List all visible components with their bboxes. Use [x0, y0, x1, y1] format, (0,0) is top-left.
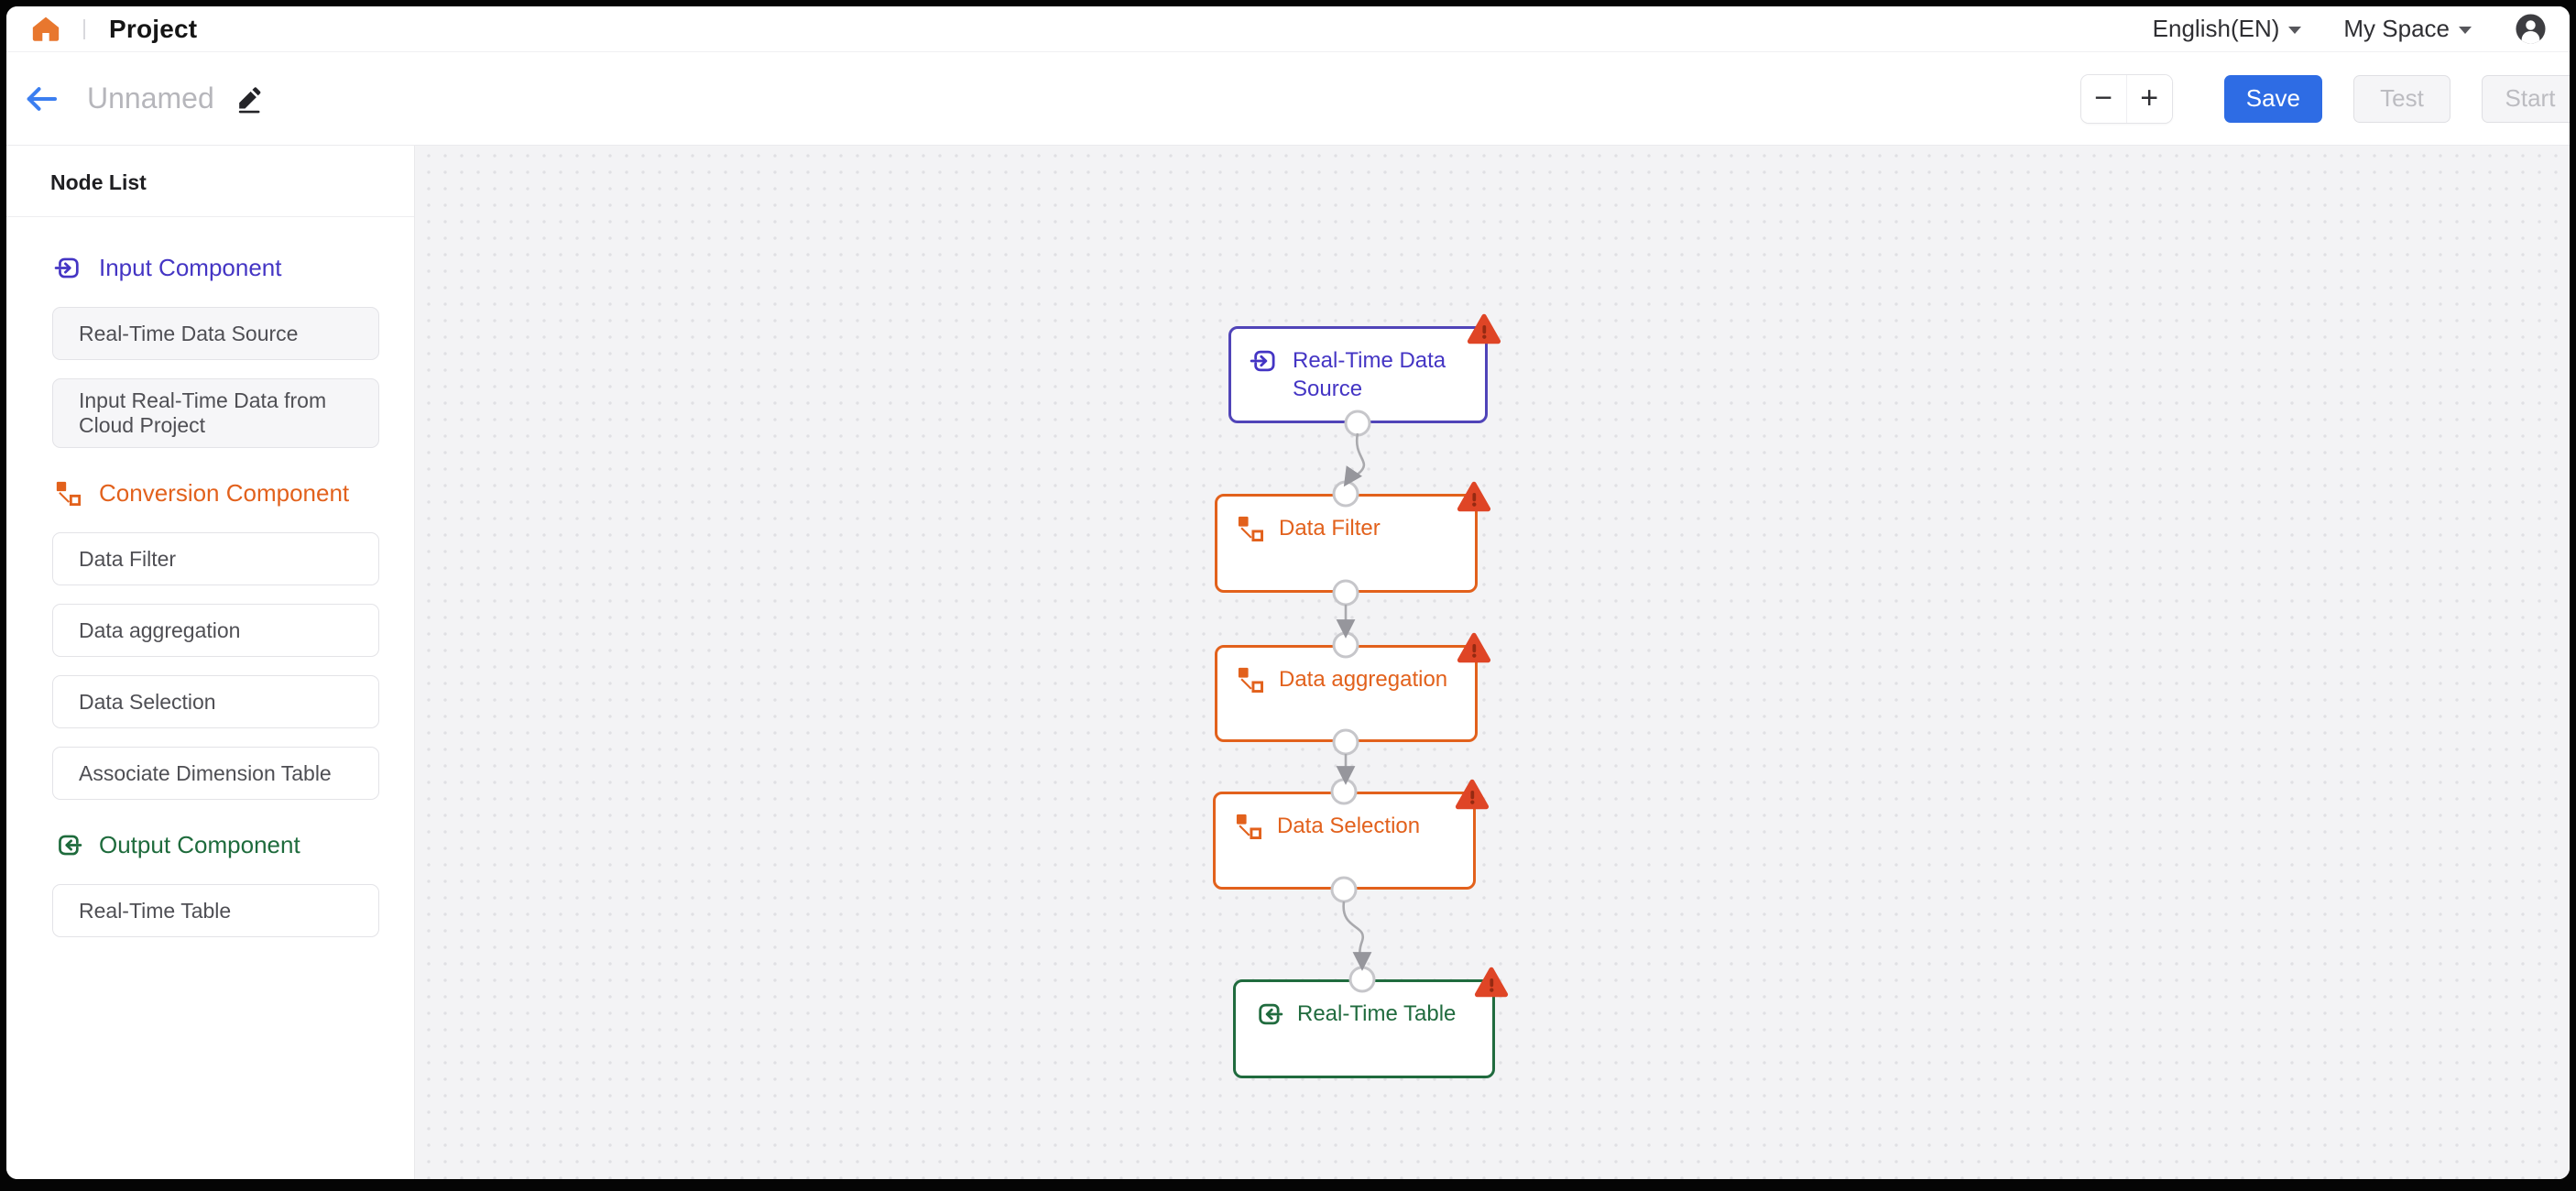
sidebar-item-realtime-table[interactable]: Real-Time Table	[52, 884, 379, 937]
port-in-node3[interactable]	[1332, 631, 1359, 659]
test-button[interactable]: Test	[2353, 74, 2450, 123]
back-arrow-icon[interactable]	[23, 81, 60, 117]
divider	[6, 216, 414, 217]
port-in-node4[interactable]	[1330, 778, 1358, 805]
flow-toolbar: Unnamed − + Save Test Start	[6, 52, 2570, 146]
node-list-panel: Node List Input Component Real-Time Data…	[6, 146, 415, 1179]
zoom-in-button[interactable]: +	[2125, 74, 2172, 123]
warning-icon	[1457, 481, 1491, 512]
port-out-node2[interactable]	[1332, 579, 1359, 606]
warning-icon	[1474, 967, 1509, 998]
port-in-node2[interactable]	[1332, 480, 1359, 508]
section-label: Output Component	[99, 831, 300, 858]
conversion-component-icon	[1235, 813, 1261, 839]
output-component-icon	[1259, 1003, 1283, 1025]
space-label: My Space	[2343, 15, 2450, 42]
home-icon[interactable]	[30, 14, 61, 45]
section-header-input: Input Component	[54, 254, 379, 282]
conversion-component-icon	[1237, 666, 1263, 693]
flow-name: Unnamed	[87, 82, 214, 115]
port-in-node5[interactable]	[1348, 966, 1376, 993]
connector-layer	[1330, 410, 1376, 993]
canvas-node-data-filter[interactable]: Data Filter	[1215, 494, 1478, 593]
sidebar-item-data-aggregation[interactable]: Data aggregation	[52, 604, 379, 657]
zoom-controls: − +	[2079, 73, 2173, 124]
flow-canvas[interactable]: Real-Time Data Source Data Filter Data a…	[415, 146, 2570, 1179]
input-component-icon	[1250, 350, 1275, 372]
node-label: Data Filter	[1279, 516, 1381, 541]
start-button[interactable]: Start	[2482, 74, 2570, 123]
page-title: Project	[109, 14, 198, 43]
canvas-node-realtime-table[interactable]: Real-Time Table	[1233, 979, 1495, 1078]
conversion-component-icon	[55, 480, 82, 507]
canvas-node-data-aggregation[interactable]: Data aggregation	[1215, 645, 1478, 742]
warning-icon	[1455, 779, 1490, 810]
language-selector[interactable]: English(EN)	[2153, 15, 2302, 43]
chevron-down-icon	[2459, 27, 2472, 34]
user-avatar-icon[interactable]	[2514, 12, 2548, 46]
node-label: Data Selection	[1277, 814, 1421, 838]
input-component-icon	[54, 257, 79, 279]
warning-icon	[1457, 632, 1491, 663]
top-bar: Project English(EN) My Space	[6, 6, 2570, 52]
edit-pencil-icon[interactable]	[235, 84, 264, 114]
canvas-node-data-selection[interactable]: Data Selection	[1213, 792, 1476, 890]
warning-icon	[1467, 313, 1501, 344]
topbar-divider	[83, 18, 85, 39]
section-label: Conversion Component	[99, 479, 350, 507]
sidebar-item-data-filter[interactable]: Data Filter	[52, 532, 379, 585]
output-component-icon	[59, 835, 82, 856]
connector-4-5	[1342, 901, 1372, 971]
sidebar-item-input-realtime-data-cloud[interactable]: Input Real-Time Data from Cloud Project	[52, 378, 379, 448]
port-out-node4[interactable]	[1330, 876, 1358, 903]
port-out-node3[interactable]	[1332, 728, 1359, 756]
sidebar-item-data-selection[interactable]: Data Selection	[52, 675, 379, 728]
conversion-component-icon	[1237, 515, 1263, 541]
node-label: Real-Time Table	[1297, 1001, 1457, 1026]
node-label: Real-Time Data Source	[1293, 348, 1446, 401]
save-button[interactable]: Save	[2223, 74, 2322, 123]
zoom-out-button[interactable]: −	[2080, 74, 2126, 123]
port-out-node1[interactable]	[1344, 410, 1371, 437]
connector-1-2	[1343, 432, 1366, 487]
space-selector[interactable]: My Space	[2343, 15, 2472, 43]
app-window: Project English(EN) My Space	[6, 6, 2570, 1179]
canvas-node-realtime-data-source[interactable]: Real-Time Data Source	[1228, 326, 1488, 423]
sidebar-item-associate-dimension-table[interactable]: Associate Dimension Table	[52, 747, 379, 800]
node-list-title: Node List	[50, 170, 147, 194]
section-label: Input Component	[99, 254, 282, 281]
section-header-conversion: Conversion Component	[54, 479, 379, 508]
language-label: English(EN)	[2152, 15, 2280, 42]
sidebar-item-realtime-data-source[interactable]: Real-Time Data Source	[52, 307, 379, 360]
chevron-down-icon	[2288, 27, 2302, 34]
node-label: Data aggregation	[1279, 667, 1448, 692]
section-header-output: Output Component	[54, 831, 379, 859]
